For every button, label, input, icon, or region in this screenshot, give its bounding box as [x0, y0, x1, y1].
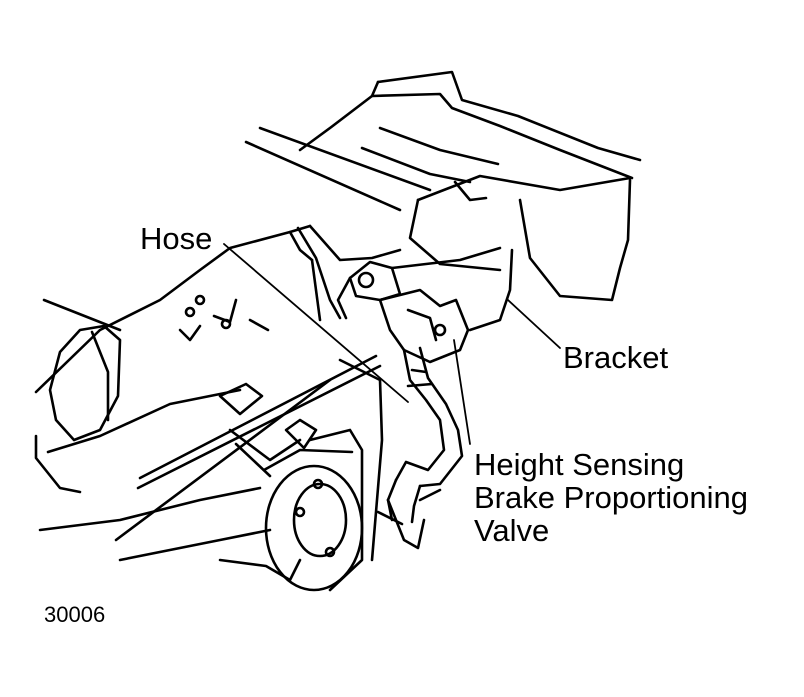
suspension-link [114, 354, 382, 542]
axle-housing [34, 224, 402, 582]
bracket-leader-line [507, 299, 561, 349]
hose-leader-line [223, 243, 409, 403]
valve-label: Height Sensing Brake Proportioning Valve [474, 448, 748, 547]
valve-label-line-3: Valve [474, 513, 550, 548]
bracket-label: Bracket [563, 340, 669, 375]
hose-label: Hose [140, 221, 213, 256]
valve-label-line-2: Brake Proportioning [474, 480, 748, 515]
figure-number: 30006 [44, 602, 106, 627]
frame-rail [244, 70, 642, 302]
valve-assembly [336, 246, 514, 550]
brake-drum [262, 358, 384, 592]
leader-lines [223, 243, 561, 445]
valve-label-line-1: Height Sensing [474, 447, 685, 482]
valve-leader-line [453, 339, 471, 445]
